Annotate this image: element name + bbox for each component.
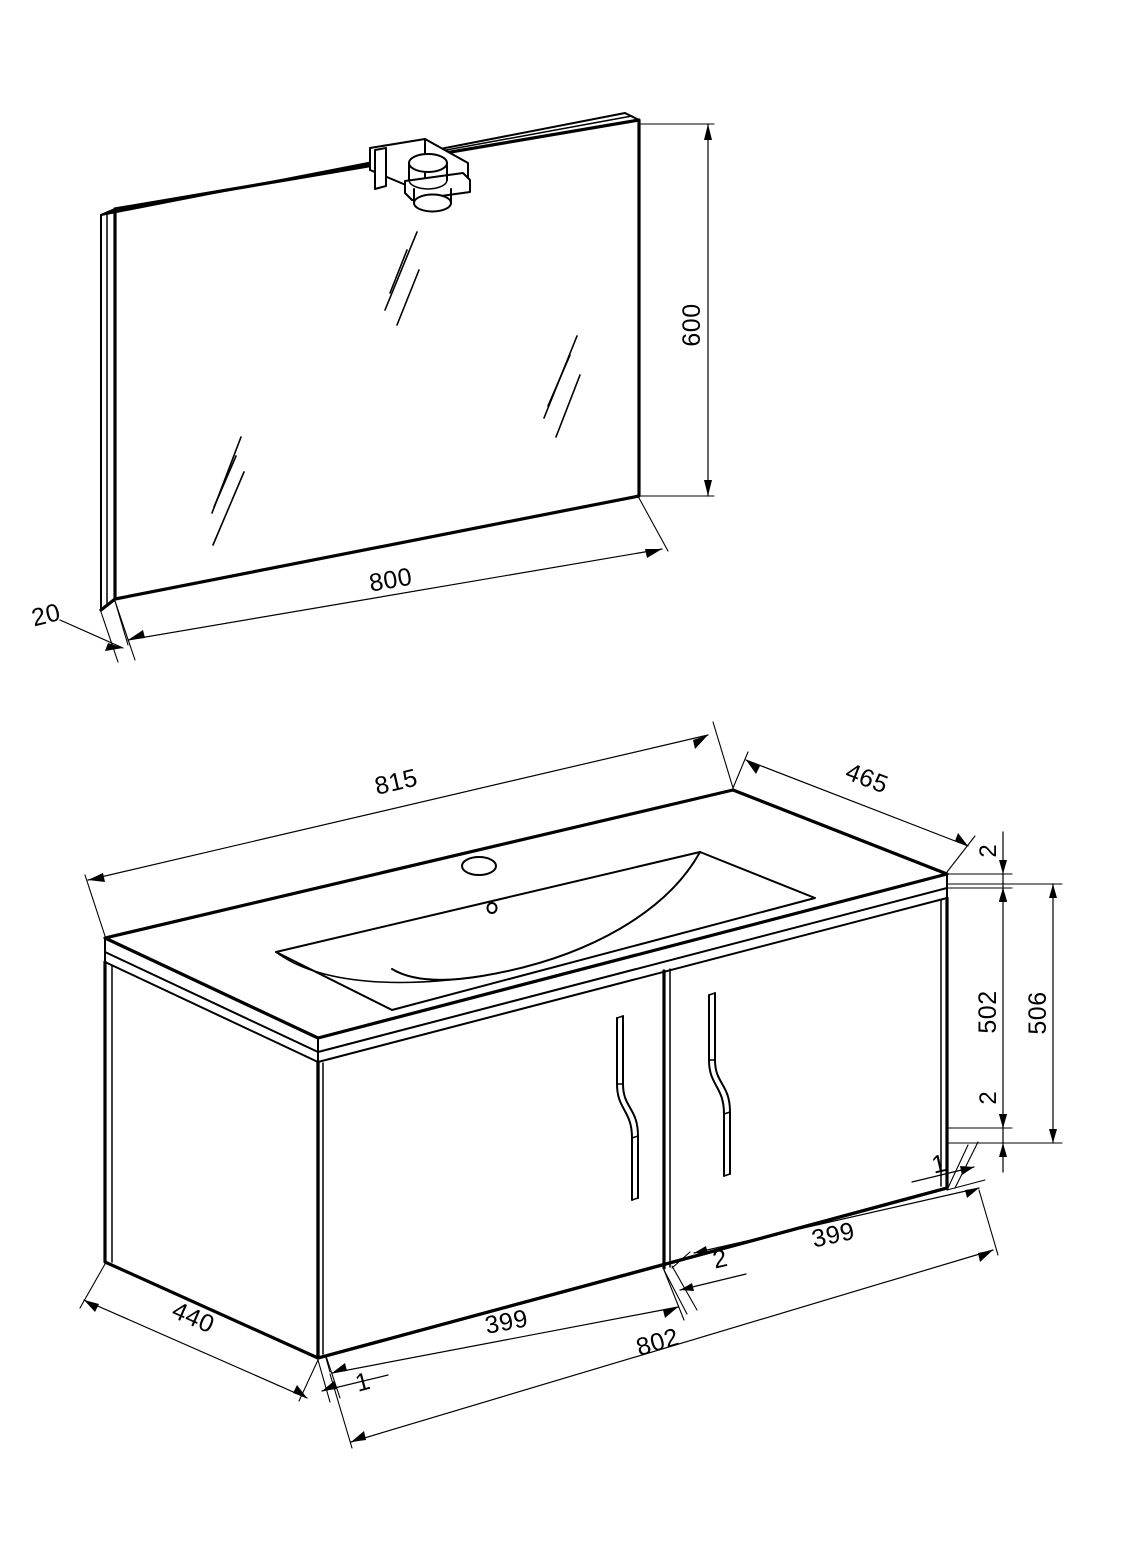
dim-label-815: 815 — [372, 764, 420, 801]
light-fixture-lamp — [408, 153, 448, 190]
right-handle[interactable] — [708, 992, 731, 1177]
dim-label-gap-right-1: 1 — [929, 1149, 949, 1180]
cabinet-body — [103, 896, 949, 1360]
dim-label-20: 20 — [29, 598, 64, 632]
mirror-edge — [100, 208, 116, 611]
tap-hole — [461, 856, 497, 876]
dimension-plinth-reveal: 2 — [946, 1091, 1013, 1173]
sheen-group-right — [543, 335, 581, 438]
reflection-sheen-marks — [211, 231, 581, 546]
dimension-mirror-height: 600 — [640, 123, 715, 497]
overflow-hole — [486, 902, 498, 914]
mirror-panel — [113, 118, 641, 601]
dim-label-gap-center-2: 2 — [710, 1244, 730, 1275]
dimension-top-depth: 465 — [732, 751, 976, 873]
light-fixture — [369, 138, 471, 213]
dim-label-802: 802 — [633, 1323, 682, 1362]
dimension-top-width: 815 — [84, 721, 734, 937]
basin-recess — [275, 851, 816, 1011]
dimension-gap-left: 1 — [317, 1355, 389, 1403]
door-divider — [662, 968, 671, 1270]
left-handle[interactable] — [616, 1015, 639, 1201]
countertop-basin — [103, 788, 949, 1063]
light-fixture-lamp-lower — [413, 188, 452, 213]
dim-label-502: 502 — [974, 990, 1002, 1033]
sheen-group-bottom-left — [211, 436, 245, 546]
dim-label-506: 506 — [1024, 991, 1052, 1034]
dim-label-399-left: 399 — [483, 1304, 531, 1340]
dim-label-top-2: 2 — [975, 844, 1002, 857]
dim-label-bottom-2: 2 — [975, 1091, 1002, 1104]
mirror-bottom-edge — [99, 597, 117, 612]
mirror-view: 600 800 20 — [29, 112, 715, 663]
vanity-view: 815 465 2 502 — [79, 721, 1063, 1449]
light-fixture-post — [374, 147, 387, 190]
dim-label-600: 600 — [678, 303, 706, 346]
basin-bowl — [275, 851, 701, 984]
dimension-mirror-thickness: 20 — [29, 598, 136, 663]
sheen-group-top — [384, 231, 420, 326]
dim-label-gap-left-1: 1 — [352, 1367, 373, 1398]
dimension-cabinet-height: 506 — [946, 883, 1063, 1144]
dim-label-465: 465 — [842, 758, 892, 800]
dimension-door-left-width: 399 — [325, 1269, 685, 1374]
dim-label-440: 440 — [168, 1296, 219, 1339]
dimension-gap-right: 1 — [911, 1141, 979, 1191]
dimension-mirror-width: 800 — [114, 497, 669, 646]
dimension-gap-center: 2 — [663, 1244, 747, 1315]
light-fixture-plate — [404, 172, 471, 201]
dimension-cabinet-depth: 440 — [79, 1263, 319, 1402]
